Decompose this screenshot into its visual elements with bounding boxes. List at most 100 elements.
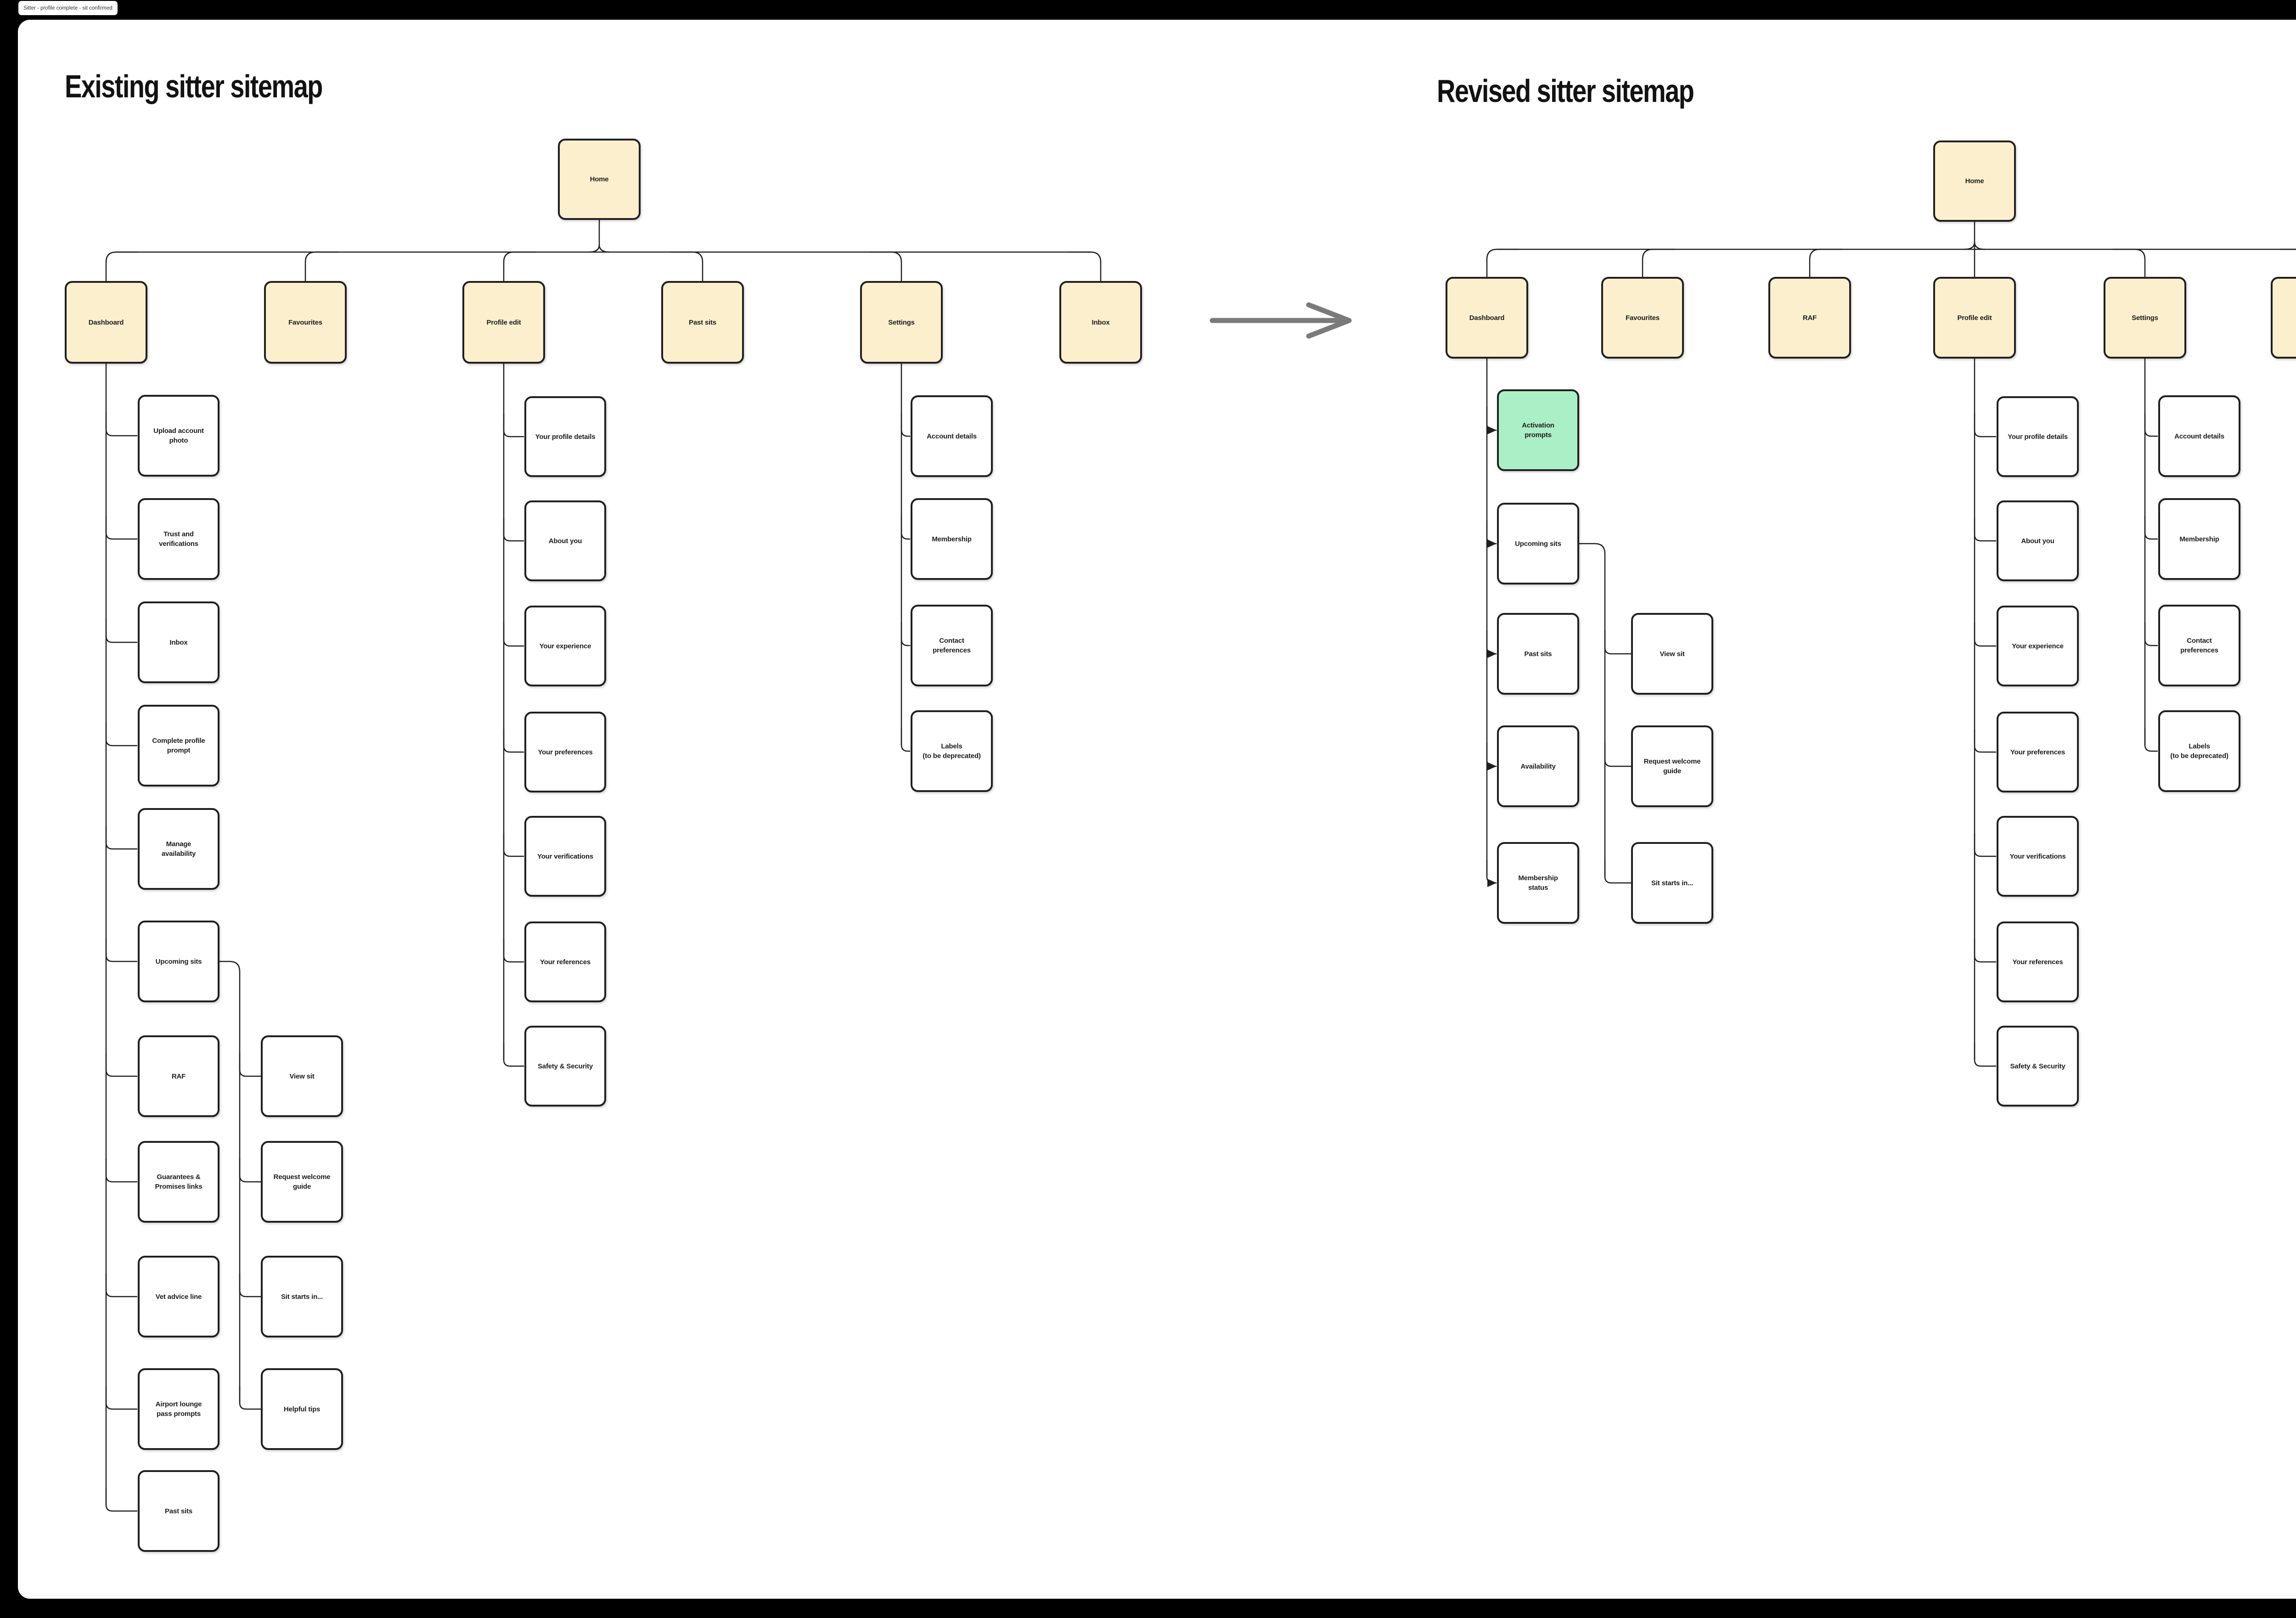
- node-e-favourites[interactable]: Favourites: [264, 281, 347, 364]
- connector-line: [105, 722, 138, 747]
- node-r-p3[interactable]: Your experience: [1997, 606, 2079, 686]
- node-r-favourites[interactable]: Favourites: [1601, 277, 1684, 359]
- node-r-u2[interactable]: Request welcome guide: [1631, 725, 1713, 807]
- node-e-past-sits[interactable]: Past sits: [661, 281, 744, 364]
- node-e-p6[interactable]: Your references: [524, 921, 606, 1002]
- node-r-p6[interactable]: Your references: [1997, 921, 2079, 1002]
- node-e-d6[interactable]: Upcoming sits: [138, 921, 219, 1002]
- node-label: Inbox: [1092, 318, 1110, 326]
- node-r-t4[interactable]: Labels (to be deprecated): [2158, 710, 2240, 792]
- connector-line: [1974, 622, 1997, 647]
- node-r-u1[interactable]: View sit: [1631, 613, 1713, 695]
- node-label: Your experience: [2012, 642, 2064, 650]
- connector-line: [2112, 248, 2146, 278]
- node-label: Profile edit: [1957, 314, 1992, 322]
- node-label: Helpful tips: [283, 1405, 321, 1413]
- node-r-d3[interactable]: Past sits: [1497, 613, 1579, 695]
- node-e-p1[interactable]: Your profile details: [524, 396, 606, 477]
- node-r-raf[interactable]: RAF: [1768, 277, 1851, 359]
- node-r-t2[interactable]: Membership: [2158, 498, 2240, 580]
- node-e-p3[interactable]: Your experience: [524, 606, 606, 686]
- node-label: Your references: [540, 958, 591, 966]
- node-e-d3[interactable]: Inbox: [138, 601, 219, 683]
- node-e-d5[interactable]: Manage availability: [138, 808, 219, 890]
- node-label: Settings: [2132, 314, 2158, 322]
- node-label: Membership: [932, 535, 972, 543]
- node-r-d1[interactable]: Activation prompts: [1497, 389, 1579, 471]
- node-e-u4[interactable]: Helpful tips: [261, 1368, 343, 1450]
- node-r-profile-edit[interactable]: Profile edit: [1933, 277, 2016, 359]
- node-e-d10[interactable]: Airport lounge pass prompts: [138, 1368, 219, 1450]
- flow-label-tab[interactable]: Sitter - profile complete - sit confirme…: [18, 1, 118, 15]
- node-r-d4[interactable]: Availability: [1497, 725, 1579, 807]
- node-label: Dashboard: [88, 318, 124, 326]
- arrowhead-icon: [1487, 650, 1497, 658]
- node-r-t3[interactable]: Contact preferences: [2158, 605, 2240, 686]
- connector-line: [105, 251, 139, 282]
- node-label: View sit: [289, 1072, 315, 1080]
- node-e-d1[interactable]: Upload account photo: [138, 395, 219, 477]
- node-r-p1[interactable]: Your profile details: [1997, 396, 2079, 477]
- connector-line: [598, 244, 610, 253]
- node-label: Upcoming sits: [155, 957, 202, 966]
- node-e-t2[interactable]: Membership: [911, 498, 993, 580]
- node-label: Trust and verifications: [159, 530, 198, 548]
- node-e-dashboard[interactable]: Dashboard: [65, 281, 147, 364]
- node-r-u3[interactable]: Sit starts in...: [1631, 842, 1713, 924]
- node-label: Request welcome guide: [1643, 758, 1701, 775]
- node-e-p2[interactable]: About you: [524, 500, 606, 581]
- node-r-t1[interactable]: Account details: [2158, 395, 2240, 477]
- node-r-p7[interactable]: Safety & Security: [1997, 1026, 2079, 1107]
- connector-line: [503, 938, 524, 963]
- node-r-p2[interactable]: About you: [1997, 500, 2079, 581]
- node-label: Your experience: [539, 642, 591, 650]
- node-r-p4[interactable]: Your preferences: [1997, 712, 2079, 792]
- node-e-p7[interactable]: Safety & Security: [524, 1026, 606, 1107]
- node-e-d9[interactable]: Vet advice line: [138, 1256, 219, 1337]
- node-r-home[interactable]: Home: [1933, 140, 2016, 222]
- connector-line: [1974, 517, 1997, 542]
- node-label: Home: [1965, 177, 1984, 185]
- node-e-t3[interactable]: Contact preferences: [911, 605, 993, 686]
- node-label: Your preferences: [2010, 748, 2065, 756]
- node-r-dashboard[interactable]: Dashboard: [1446, 277, 1528, 359]
- node-e-t4[interactable]: Labels (to be deprecated): [911, 710, 993, 792]
- arrowhead-icon: [1487, 762, 1497, 770]
- node-e-inbox[interactable]: Inbox: [1059, 281, 1142, 364]
- node-e-d4[interactable]: Complete profile prompt: [138, 705, 219, 787]
- connector-line: [900, 622, 911, 646]
- node-e-u3[interactable]: Sit starts in...: [261, 1256, 343, 1337]
- node-e-home[interactable]: Home: [558, 139, 641, 220]
- node-e-t1[interactable]: Account details: [911, 395, 993, 477]
- connector-line: [1486, 248, 1520, 278]
- node-label: Account details: [927, 432, 977, 440]
- node-r-settings2[interactable]: Settings: [2271, 277, 2296, 359]
- node-r-d2[interactable]: Upcoming sits: [1497, 503, 1579, 584]
- node-label: Sit starts in...: [1651, 879, 1693, 887]
- node-e-profile-edit[interactable]: Profile edit: [462, 281, 545, 364]
- node-label: Past sits: [165, 1507, 192, 1515]
- node-e-u2[interactable]: Request welcome guide: [261, 1141, 343, 1223]
- connector-line: [1974, 938, 1997, 963]
- canvas-board: [18, 20, 2296, 1599]
- node-r-p5[interactable]: Your verifications: [1997, 816, 2079, 897]
- node-label: Membership status: [1518, 874, 1558, 892]
- node-r-d5[interactable]: Membership status: [1497, 842, 1579, 924]
- node-e-d11[interactable]: Past sits: [138, 1470, 219, 1552]
- arrowhead-icon: [1487, 426, 1497, 434]
- node-e-u1[interactable]: View sit: [261, 1035, 343, 1117]
- node-e-d2[interactable]: Trust and verifications: [138, 498, 219, 580]
- node-e-d7[interactable]: RAF: [138, 1035, 219, 1117]
- node-label: Dashboard: [1469, 314, 1505, 322]
- connector-line: [239, 1385, 262, 1410]
- node-r-settings1[interactable]: Settings: [2104, 277, 2186, 359]
- connector-line: [105, 412, 138, 437]
- node-label: Profile edit: [486, 318, 521, 326]
- node-e-d8[interactable]: Guarantees & Promises links: [138, 1141, 219, 1223]
- node-e-p5[interactable]: Your verifications: [524, 816, 606, 897]
- node-e-settings[interactable]: Settings: [860, 281, 943, 364]
- node-label: Home: [590, 175, 609, 183]
- node-e-p4[interactable]: Your preferences: [524, 712, 606, 792]
- arrowhead-icon: [1487, 539, 1497, 548]
